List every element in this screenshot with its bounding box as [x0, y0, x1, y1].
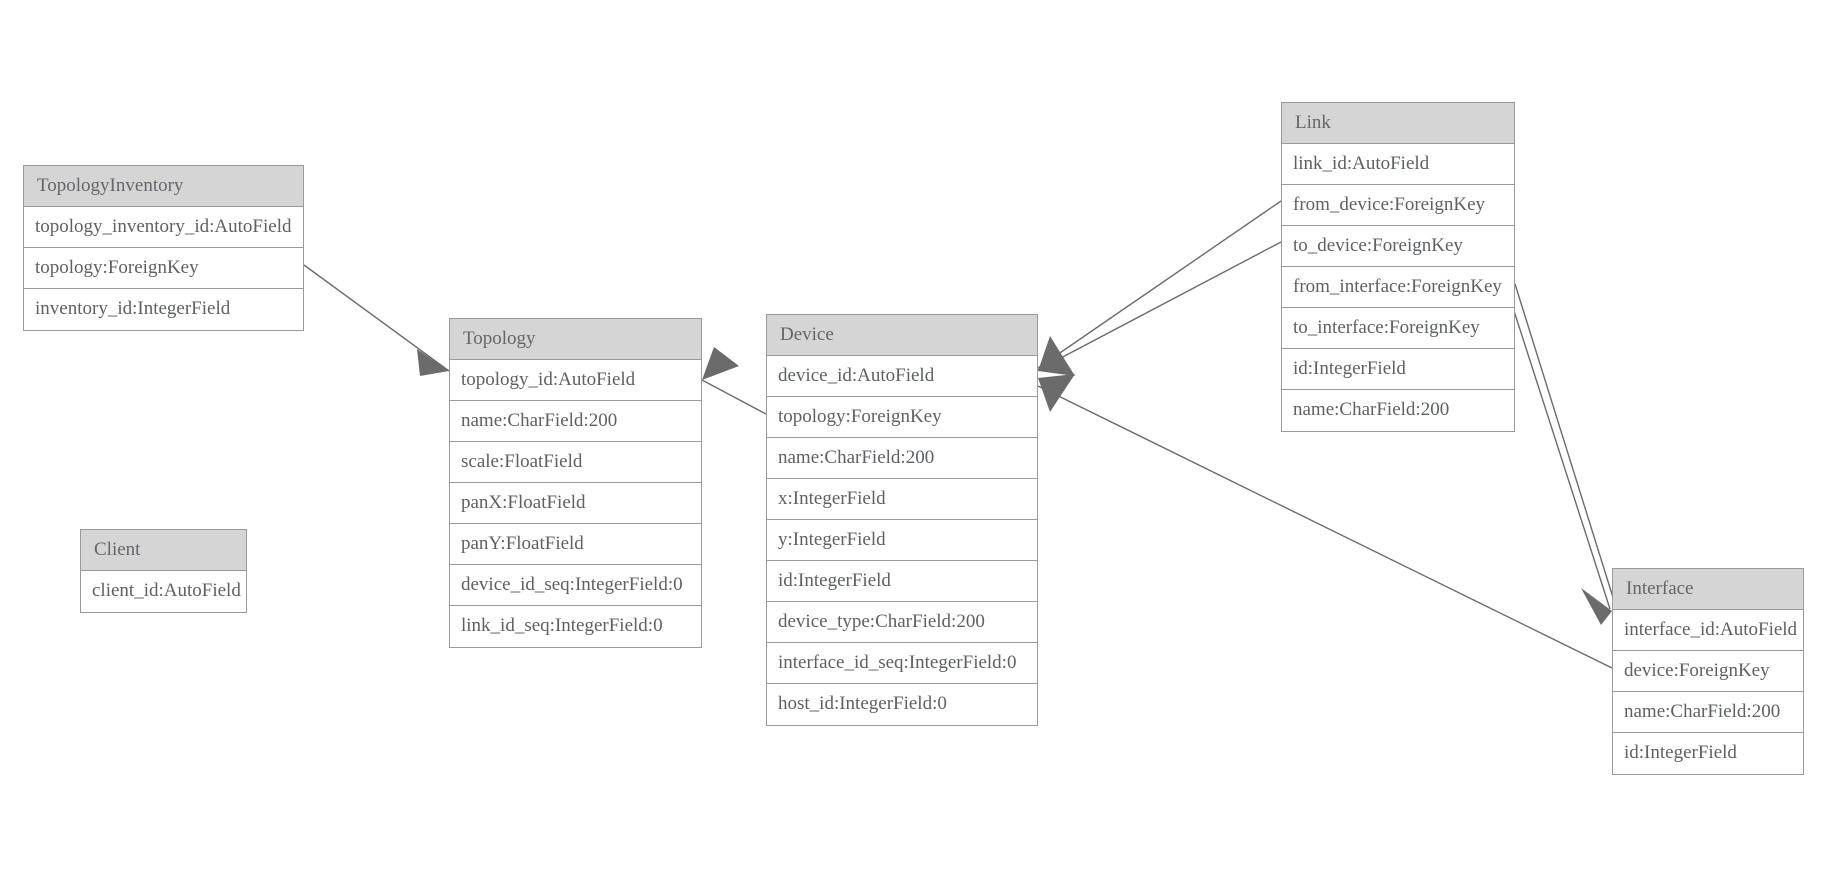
- field-row[interactable]: device_type:CharField:200: [767, 602, 1037, 643]
- entity-topologyinventory[interactable]: TopologyInventory topology_inventory_id:…: [23, 165, 304, 331]
- entity-topology[interactable]: Topology topology_id:AutoField name:Char…: [449, 318, 702, 648]
- field-row[interactable]: to_device:ForeignKey: [1282, 226, 1514, 267]
- entity-title-client: Client: [81, 530, 246, 571]
- field-row[interactable]: id:IntegerField: [767, 561, 1037, 602]
- entity-fields-link: link_id:AutoField from_device:ForeignKey…: [1282, 144, 1514, 431]
- entity-title-topology: Topology: [450, 319, 701, 360]
- edge-device-topology: [701, 347, 767, 415]
- entity-interface[interactable]: Interface interface_id:AutoField device:…: [1612, 568, 1804, 775]
- field-row[interactable]: host_id:IntegerField:0: [767, 684, 1037, 725]
- field-row[interactable]: topology:ForeignKey: [24, 248, 303, 289]
- field-row[interactable]: name:CharField:200: [1282, 390, 1514, 431]
- field-row[interactable]: name:CharField:200: [767, 438, 1037, 479]
- edge-link-to-interface: [1505, 285, 1611, 610]
- entity-link[interactable]: Link link_id:AutoField from_device:Forei…: [1281, 102, 1515, 432]
- field-row[interactable]: from_device:ForeignKey: [1282, 185, 1514, 226]
- entity-title-topologyinventory: TopologyInventory: [24, 166, 303, 207]
- arrowhead-interface: [1581, 588, 1612, 625]
- field-row[interactable]: topology_id:AutoField: [450, 360, 701, 401]
- entity-device[interactable]: Device device_id:AutoField topology:Fore…: [766, 314, 1038, 726]
- field-row[interactable]: id:IntegerField: [1613, 733, 1803, 774]
- field-row[interactable]: topology_inventory_id:AutoField: [24, 207, 303, 248]
- entity-client[interactable]: Client client_id:AutoField: [80, 529, 247, 613]
- entity-fields-device: device_id:AutoField topology:ForeignKey …: [767, 356, 1037, 725]
- field-row[interactable]: panY:FloatField: [450, 524, 701, 565]
- arrowhead-device-upper: [1038, 336, 1075, 376]
- field-row[interactable]: interface_id:AutoField: [1613, 610, 1803, 651]
- field-row[interactable]: interface_id_seq:IntegerField:0: [767, 643, 1037, 684]
- entity-title-link: Link: [1282, 103, 1514, 144]
- field-row[interactable]: inventory_id:IntegerField: [24, 289, 303, 330]
- field-row[interactable]: device:ForeignKey: [1613, 651, 1803, 692]
- edge-link-to-device: [1037, 241, 1282, 371]
- field-row[interactable]: link_id_seq:IntegerField:0: [450, 606, 701, 647]
- field-row[interactable]: id:IntegerField: [1282, 349, 1514, 390]
- field-row[interactable]: topology:ForeignKey: [767, 397, 1037, 438]
- field-row[interactable]: device_id_seq:IntegerField:0: [450, 565, 701, 606]
- entity-fields-interface: interface_id:AutoField device:ForeignKey…: [1613, 610, 1803, 774]
- edge-link-from-interface: [1514, 283, 1617, 608]
- field-row[interactable]: name:CharField:200: [450, 401, 701, 442]
- field-row[interactable]: panX:FloatField: [450, 483, 701, 524]
- entity-fields-client: client_id:AutoField: [81, 571, 246, 612]
- field-row[interactable]: name:CharField:200: [1613, 692, 1803, 733]
- entity-title-device: Device: [767, 315, 1037, 356]
- edge-topologyinventory-topology: [303, 264, 450, 376]
- field-row[interactable]: link_id:AutoField: [1282, 144, 1514, 185]
- entity-title-interface: Interface: [1613, 569, 1803, 610]
- field-row[interactable]: from_interface:ForeignKey: [1282, 267, 1514, 308]
- field-row[interactable]: scale:FloatField: [450, 442, 701, 483]
- field-row[interactable]: device_id:AutoField: [767, 356, 1037, 397]
- entity-fields-topology: topology_id:AutoField name:CharField:200…: [450, 360, 701, 647]
- field-row[interactable]: client_id:AutoField: [81, 571, 246, 612]
- field-row[interactable]: x:IntegerField: [767, 479, 1037, 520]
- edge-link-from-device: [1037, 200, 1282, 369]
- field-row[interactable]: y:IntegerField: [767, 520, 1037, 561]
- field-row[interactable]: to_interface:ForeignKey: [1282, 308, 1514, 349]
- entity-fields-topologyinventory: topology_inventory_id:AutoField topology…: [24, 207, 303, 330]
